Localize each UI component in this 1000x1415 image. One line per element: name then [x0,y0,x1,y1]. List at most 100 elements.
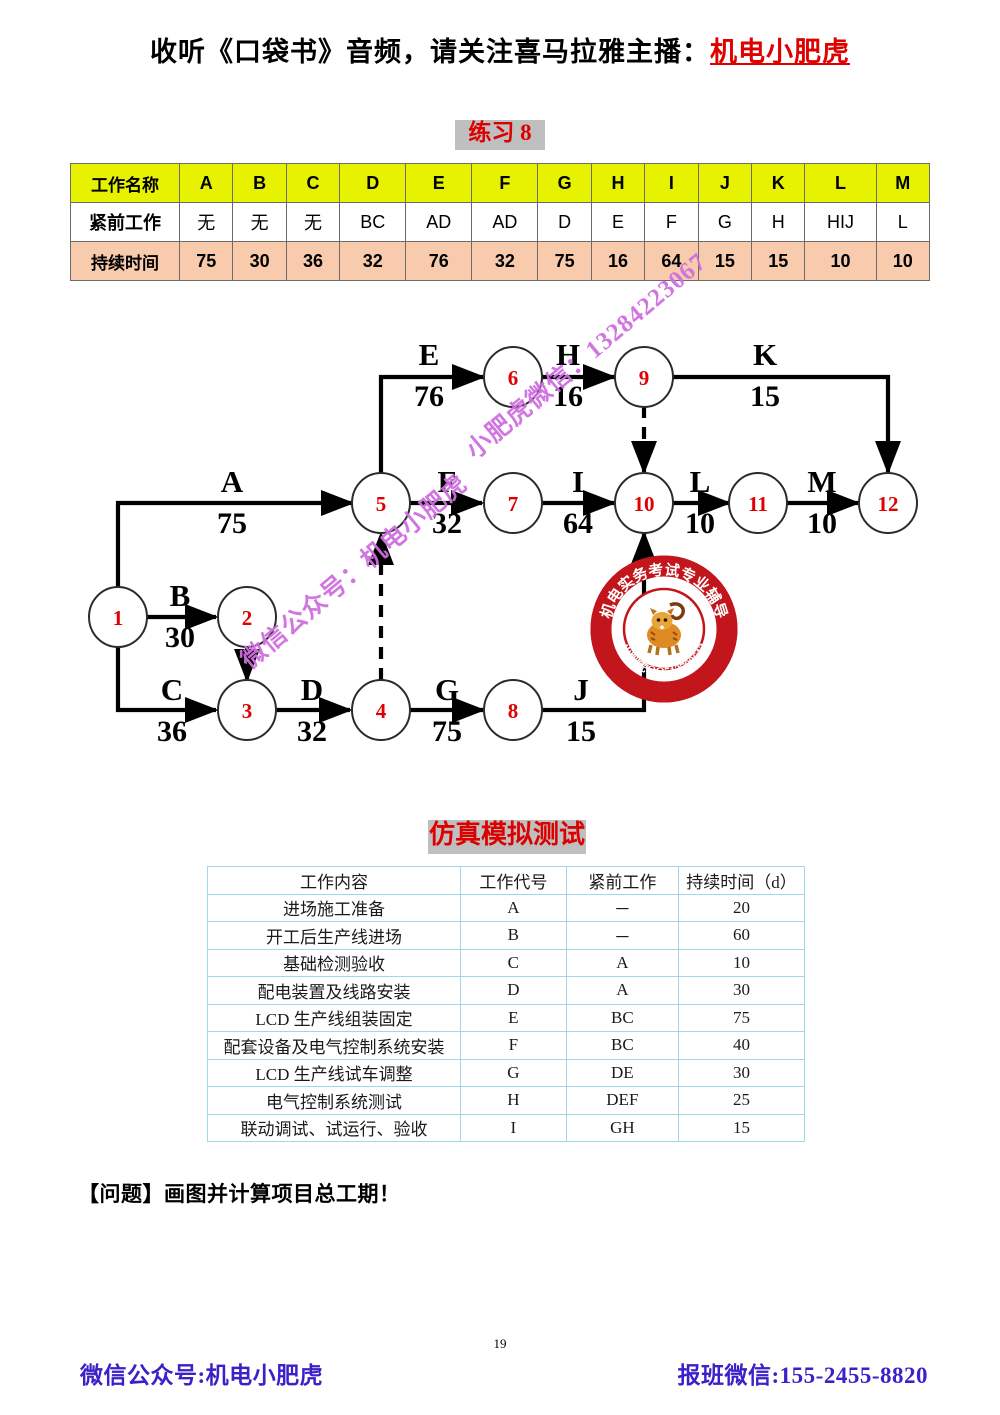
edge-label-E: E [419,337,440,372]
cell-activity-name: E [405,163,473,203]
table-cell: － [565,921,679,950]
cell-activity-name: I [644,163,699,203]
edge-K [673,374,902,475]
edge-label-F: F [438,464,457,499]
page-number: 19 [493,1336,507,1351]
table-cell: － [565,893,679,922]
cell-duration: 16 [590,241,646,281]
edge-label-C: C [161,672,183,707]
cell-activity-name: H [590,163,646,203]
table-cell: 电气控制系统测试 [207,1086,461,1115]
edge-duration-H: 16 [553,380,583,413]
edge-label-B: B [170,578,191,613]
simulation-title: 仿真模拟测试 [428,820,586,854]
table-cell: D [459,976,567,1005]
edge-label-H: H [556,337,580,372]
row-label-activity-name: 工作名称 [70,163,180,203]
node-label-7: 7 [508,492,519,516]
table-cell: DE [565,1058,679,1087]
node-label-6: 6 [508,366,519,390]
edge-duration-L: 10 [685,507,715,540]
edge-label-A: A [221,464,244,499]
edge-duration-G: 75 [432,715,462,748]
table-cell: 进场施工准备 [207,893,461,922]
node-circle-12 [858,472,918,534]
table-cell: 30 [677,976,806,1005]
edge-A [115,489,355,593]
node-label-2: 2 [242,606,253,630]
footer-wechat-official: 微信公众号:机电小肥虎 [80,1363,324,1388]
table-cell: G [459,1058,567,1087]
cell-activity-name: G [537,163,592,203]
cell-duration: 32 [471,241,539,281]
table-cell: 20 [677,893,806,922]
table-cell: A [459,893,567,922]
cell-activity-name: J [697,163,753,203]
table-cell: 40 [677,1031,806,1060]
edge-label-K: K [753,337,777,372]
page-header: 收听《口袋书》音频，请关注喜马拉雅主播：机电小肥虎 [0,30,1000,69]
table-cell: 25 [677,1086,806,1115]
node-label-9: 9 [639,366,650,390]
table-cell: 10 [677,948,806,977]
edge-J [542,530,658,713]
table-cell: E [459,1003,567,1032]
node-circle-2 [217,586,277,648]
cell-preceding-activity: HIJ [804,202,877,242]
node-circle-5 [351,472,411,534]
exercise-title: 练习 8 [455,120,545,150]
row-label-preceding-activity: 紧前工作 [70,202,180,242]
edge-C [115,642,219,724]
table-cell: LCD 生产线组装固定 [207,1003,461,1032]
table-header-row: 工作内容工作代号紧前工作持续时间（d） [207,866,806,895]
table-cell: LCD 生产线试车调整 [207,1058,461,1087]
cell-duration: 75 [178,241,234,281]
table-cell: DEF [565,1086,679,1115]
header-black-text: 收听《口袋书》音频，请关注喜马拉雅主播： [150,37,710,67]
cell-preceding-activity: 无 [285,202,341,242]
edge-label-G: G [435,672,459,707]
node-label-10: 10 [634,492,655,516]
header-red-text: 机电小肥虎 [710,37,850,67]
column-header: 工作代号 [459,866,567,895]
node-circle-11 [728,472,788,534]
cell-activity-name: F [471,163,539,203]
table-cell: 15 [677,1113,806,1142]
edge-duration-B: 30 [165,621,195,654]
table-cell: C [459,948,567,977]
edge-duration-I: 64 [563,507,593,540]
node-circle-1 [88,586,148,648]
cell-activity-name: B [232,163,287,203]
table-cell: 配套设备及电气控制系统安装 [207,1031,461,1060]
cell-preceding-activity: BC [339,202,407,242]
edge-duration-C: 36 [157,715,187,748]
table-cell: BC [565,1003,679,1032]
diagram-dummy-edges [233,406,658,683]
table-cell: BC [565,1031,679,1060]
node-label-5: 5 [376,492,387,516]
table-cell: A [565,976,679,1005]
edge-duration-J: 15 [566,715,596,748]
row-label-duration: 持续时间 [70,241,180,281]
node-circle-9 [614,346,674,408]
cell-activity-name: L [804,163,877,203]
table-cell: 75 [677,1003,806,1032]
cell-preceding-activity: AD [471,202,539,242]
footer-enroll-wechat: 报班微信:155-2455-8820 [677,1363,928,1388]
table-cell: 联动调试、试运行、验收 [207,1113,461,1142]
cell-preceding-activity: E [590,202,646,242]
edge-duration-D: 32 [297,715,327,748]
cell-preceding-activity: L [875,202,931,242]
